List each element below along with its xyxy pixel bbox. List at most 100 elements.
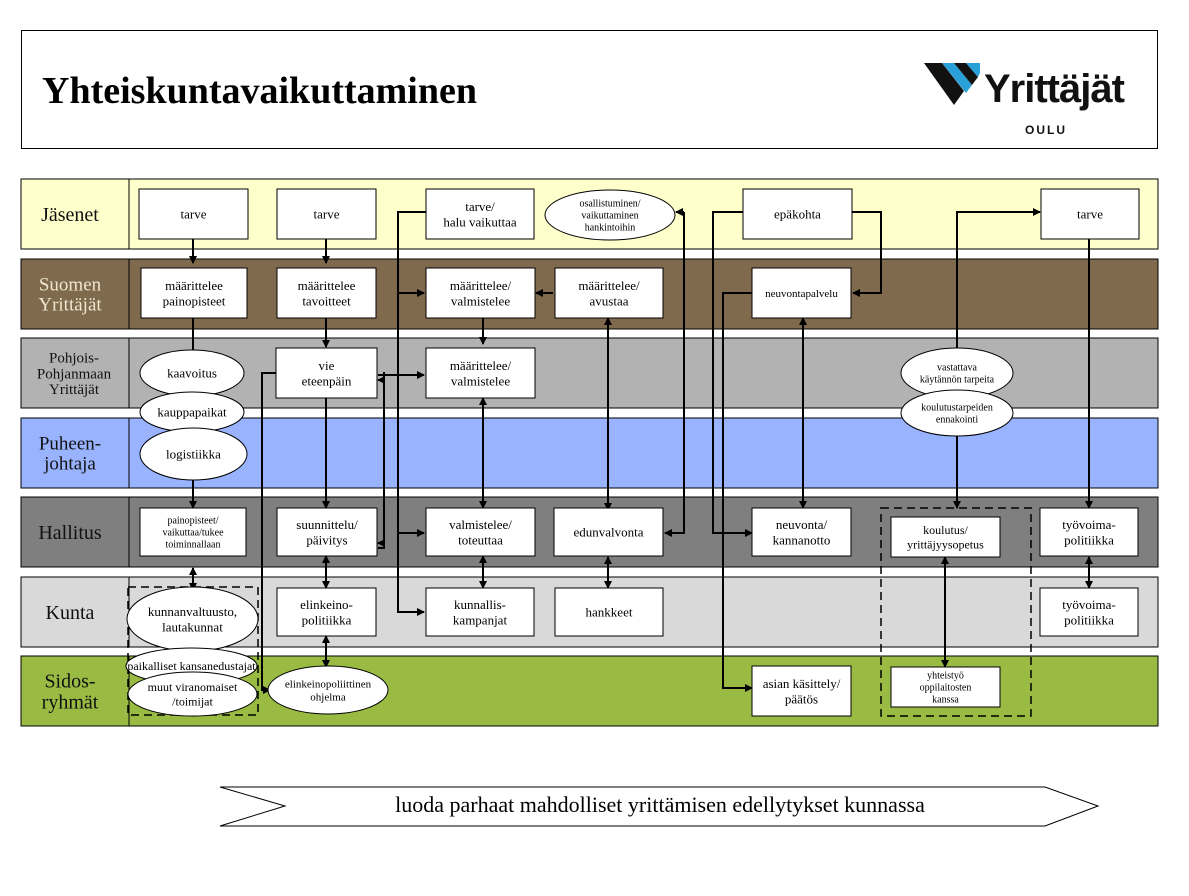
node-label: politiikka (302, 612, 352, 627)
node-label: halu vaikuttaa (443, 214, 517, 229)
lane-label-3: Yrittäjät (49, 382, 100, 398)
connector (397, 211, 428, 616)
node-box (742, 188, 853, 240)
connector (722, 292, 753, 692)
node-label: ennakointi (936, 415, 978, 426)
node-label: paikalliset kansanedustajat (127, 659, 256, 673)
node-box (425, 267, 536, 319)
node-ellipse (139, 427, 248, 481)
node-label: lautakunnat (162, 619, 223, 634)
node-label: logistiikka (166, 447, 221, 462)
node-k3: kunnallis-kampanjat (425, 587, 535, 637)
header: Yhteiskuntavaikuttaminen Yrittäjät OULU (21, 30, 1158, 149)
node-ellipse (267, 665, 389, 715)
node-k5: työvoima-politiikka (1039, 587, 1139, 637)
node-label: painopisteet/ (167, 516, 218, 527)
node-box (276, 587, 377, 637)
goal-arrow-shape (219, 786, 1100, 827)
goal-arrow (219, 786, 1100, 827)
node-box (140, 267, 248, 319)
node-label: vaikuttaminen (581, 211, 638, 222)
connector (664, 212, 685, 537)
node-k1: kunnanvaltuusto,lautakunnat (126, 586, 259, 652)
node-label: koulutus/ (923, 523, 968, 537)
node-label: muut viranomaiset (148, 680, 238, 694)
logo-mark-icon (924, 63, 980, 105)
node-h6: koulutus/yrittäjyysopetus (890, 516, 1001, 558)
lane-label-1: Jäsenet (41, 204, 99, 226)
connectors (127, 208, 1093, 717)
node-label: vastattava (937, 363, 978, 374)
node-label: neuvontapalvelu (765, 288, 838, 300)
node-label: toiminnallaan (166, 540, 221, 551)
node-k2: elinkeino-politiikka (276, 587, 377, 637)
node-label: vie (319, 358, 335, 373)
node-label: kampanjat (453, 612, 508, 627)
lane-label-6: Kunta (46, 602, 95, 624)
node-label: tarve/ (465, 199, 495, 214)
yrittajat-logo: Yrittäjät OULU (924, 61, 1139, 141)
node-label: kaavoitus (167, 366, 217, 381)
node-label: hankintoihin (585, 223, 636, 234)
node-box (554, 587, 664, 637)
node-sr_muut: muut viranomaiset/toimijat (127, 671, 258, 717)
connector (956, 208, 1041, 362)
node-label: painopisteet (163, 293, 226, 308)
node-s3: määrittelee/valmistelee (425, 267, 536, 319)
node-label: asian käsittely/ (763, 676, 841, 691)
node-sr_asian: asian käsittely/päätös (751, 665, 852, 717)
node-ellipse (900, 389, 1014, 437)
node-label: määrittelee/ (450, 358, 512, 373)
node-label: valmistelee (451, 373, 510, 388)
node-label: tavoitteet (302, 293, 351, 308)
node-h4: edunvalvonta (553, 507, 664, 557)
connector (712, 211, 753, 537)
node-label: suunnittelu/ (296, 517, 358, 532)
lane-label-4: johtaja (43, 454, 96, 475)
node-label: kannanotto (773, 532, 831, 547)
node-label: neuvonta/ (776, 517, 828, 532)
node-label: yrittäjyysopetus (907, 537, 984, 551)
node-h7: työvoima-politiikka (1039, 507, 1139, 557)
node-label: yhteistyö (927, 671, 964, 682)
node-label: käytännön tarpeita (920, 375, 995, 386)
node-label: vaikuttaa/tukee (162, 528, 224, 539)
node-label: päätös (785, 691, 818, 706)
node-box (553, 507, 664, 557)
node-label: elinkeinopoliittinen (285, 678, 372, 690)
node-label: avustaa (590, 293, 629, 308)
node-label: tarve (1077, 207, 1103, 222)
node-box (425, 507, 536, 557)
node-box (425, 587, 535, 637)
node-box (1039, 507, 1139, 557)
node-label: epäkohta (774, 207, 821, 222)
node-label: elinkeino- (300, 597, 353, 612)
connector (827, 208, 882, 297)
node-box (751, 507, 852, 557)
node-h3: valmistelee/toteuttaa (425, 507, 536, 557)
node-label: hankkeet (586, 605, 633, 620)
lane-label-2: Yrittäjät (38, 295, 102, 316)
node-label: kunnallis- (454, 597, 506, 612)
node-label: tarve (181, 207, 207, 222)
node-label: oppilaitosten (920, 683, 972, 694)
node-label: tarve (314, 207, 340, 222)
node-label: määrittelee (298, 278, 356, 293)
node-box (425, 188, 535, 240)
node-label: määrittelee/ (578, 278, 640, 293)
node-box (276, 507, 378, 557)
node-label: politiikka (1064, 532, 1114, 547)
node-h1: painopisteet/vaikuttaa/tukeetoiminnallaa… (139, 507, 247, 557)
node-label: valmistelee (451, 293, 510, 308)
node-box (138, 188, 249, 240)
node-box (1040, 188, 1140, 240)
node-label: kunnanvaltuusto, (148, 604, 237, 619)
node-k4: hankkeet (554, 587, 664, 637)
node-p_maar: määrittelee/valmistelee (425, 347, 536, 399)
node-box (751, 665, 852, 717)
node-ellipse (127, 671, 258, 717)
